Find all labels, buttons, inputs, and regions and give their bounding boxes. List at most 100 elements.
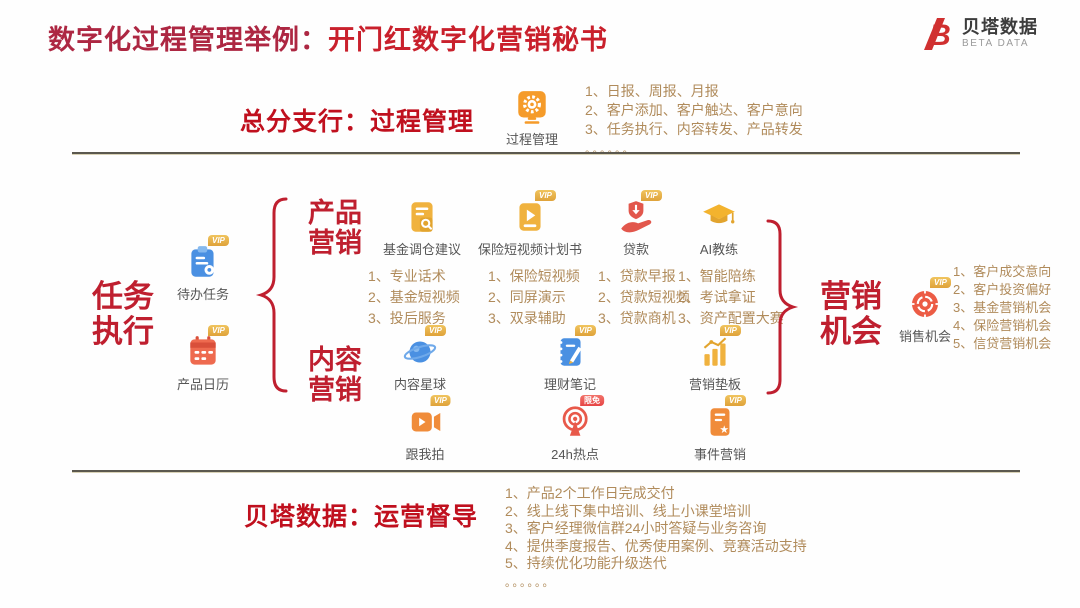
app-label: 贷款 (622, 242, 649, 257)
vip-badge: VIP (207, 235, 229, 246)
group-task-execution-label: 任务执行 (92, 279, 154, 349)
app-event-marketing: ★ VIP 事件营销 (693, 395, 747, 463)
divider-top (72, 152, 1020, 155)
process-heading: 总分支行：过程管理 (240, 108, 475, 136)
app-24h-hotspot: 限免 24h热点 (551, 395, 604, 463)
app-product-calendar: VIP 产品日历 (177, 325, 229, 393)
list-item: 3、双录辅助 (488, 310, 566, 326)
app-label: 营销垫板 (688, 377, 742, 392)
list-item: 3、任务执行、内容转发、产品转发 (585, 121, 803, 137)
vip-badge: VIP (929, 277, 951, 288)
calendar-icon: VIP (184, 325, 229, 371)
app-fund-advice: 基金调仓建议 (358, 198, 486, 258)
vip-badge: VIP (535, 190, 556, 201)
right-brace (756, 218, 802, 396)
planet-icon: VIP (401, 325, 446, 371)
insurance-video-list: 1、保险短视频 2、同屏演示 3、双录辅助 (488, 266, 590, 329)
app-sales-opportunity: VIP 销售机会 (898, 277, 952, 345)
fund-advice-list: 1、专业话术 2、基金短视频 3、投后服务 (368, 266, 486, 329)
notebook-pen-icon: VIP (551, 325, 596, 371)
group-content-marketing-label: 内容营销 (308, 345, 362, 406)
list-item: 1、专业话术 (368, 268, 446, 284)
vip-badge: VIP (207, 325, 229, 336)
logo-subtitle: BETA DATA (962, 37, 1030, 49)
list-item: 2、同屏演示 (488, 289, 566, 305)
graduation-cap-icon (700, 198, 738, 236)
list-item: 3、资产配置大赛 (678, 310, 784, 326)
vip-badge: VIP (641, 190, 662, 201)
vip-badge: VIP (719, 325, 741, 336)
list-item: 1、智能陪练 (678, 268, 756, 284)
app-process-management: 过程管理 (506, 88, 558, 148)
app-label: 待办任务 (176, 287, 230, 302)
ellipsis-dots: 。。。。。。 (505, 576, 556, 589)
group-product-marketing-label: 产品营销 (308, 198, 362, 259)
app-insurance-video-plan: VIP 保险短视频计划书 (470, 190, 590, 258)
list-item: 2、客户投资偏好 (953, 282, 1052, 297)
svg-text:★: ★ (719, 424, 728, 436)
limited-free-badge: 限免 (579, 395, 604, 406)
divider-bottom (72, 470, 1020, 473)
column-loan: VIP 贷款 1、贷款早报 2、贷款短视频 3、贷款商机 (580, 190, 692, 329)
app-ai-coach: AI教练 (664, 198, 774, 258)
loan-hand-icon: VIP (617, 190, 662, 236)
gear-board-icon (513, 88, 551, 126)
list-item: 1、日报、周报、月报 (585, 83, 719, 99)
app-label: 24h热点 (551, 447, 599, 462)
list-item: 3、投后服务 (368, 310, 446, 326)
svg-text:B: B (929, 19, 951, 52)
app-label: AI教练 (699, 242, 739, 257)
app-content-planet: VIP 内容星球 (393, 325, 447, 393)
app-follow-shoot: VIP 跟我拍 (405, 395, 451, 463)
vip-badge: VIP (574, 325, 596, 336)
list-item: 5、持续优化功能升级迭代 (505, 555, 667, 571)
camera-icon: VIP (406, 395, 451, 441)
list-item: 2、考试拿证 (678, 289, 756, 305)
list-item: 4、提供季度报告、优秀使用案例、竞赛活动支持 (505, 537, 807, 554)
app-label: 内容星球 (393, 377, 447, 392)
app-todo-tasks: VIP 待办任务 (176, 235, 230, 303)
list-item: 1、产品2个工作日完成交付 (505, 485, 675, 501)
list-item: 5、信贷营销机会 (953, 336, 1052, 351)
doc-search-icon (403, 198, 441, 236)
video-play-icon: VIP (511, 190, 556, 236)
vip-badge: VIP (724, 395, 746, 406)
left-brace (252, 196, 298, 394)
app-label: 理财笔记 (543, 377, 597, 392)
app-loan: VIP 贷款 (580, 190, 692, 258)
operations-list: 1、产品2个工作日完成交付 2、线上线下集中培训、线上小课堂培训 3、客户经理微… (505, 485, 807, 592)
process-list: 1、日报、周报、月报 2、客户添加、客户触达、客户意向 3、任务执行、内容转发、… (585, 82, 803, 160)
app-label: 跟我拍 (405, 447, 445, 462)
list-item: 2、贷款短视频 (598, 289, 690, 305)
column-fund-advice: 基金调仓建议 1、专业话术 2、基金短视频 3、投后服务 (358, 198, 486, 329)
ai-coach-list: 1、智能陪练 2、考试拿证 3、资产配置大赛 (678, 266, 784, 329)
list-item: 3、客户经理微信群24小时答疑与业务咨询 (505, 520, 767, 536)
beta-data-logo-icon: B (915, 14, 955, 54)
list-item: 2、线上线下集中培训、线上小课堂培训 (505, 502, 751, 519)
title-part-2: 开门红数字化营销秘书 (328, 25, 608, 55)
column-insurance-video: VIP 保险短视频计划书 1、保险短视频 2、同屏演示 3、双录辅助 (470, 190, 590, 329)
broadcast-icon: 限免 (556, 395, 604, 441)
logo-text: 贝塔数据 BETA DATA (962, 17, 1038, 50)
title-part-1: 数字化过程管理举例： (48, 25, 328, 55)
page-title: 数字化过程管理举例：开门红数字化营销秘书 (48, 18, 608, 57)
list-item: 2、基金短视频 (368, 289, 460, 305)
list-item: 3、基金营销机会 (953, 300, 1052, 315)
list-item: 3、贷款商机 (598, 310, 676, 326)
list-item: 1、保险短视频 (488, 268, 580, 284)
target-icon: VIP (906, 277, 951, 323)
vip-badge: VIP (424, 325, 446, 336)
beta-data-logo: B 贝塔数据 BETA DATA (915, 14, 1038, 54)
list-item: 2、客户添加、客户触达、客户意向 (585, 102, 803, 118)
column-ai-coach: AI教练 1、智能陪练 2、考试拿证 3、资产配置大赛 (664, 198, 784, 329)
app-label: 基金调仓建议 (382, 242, 461, 257)
logo-name: 贝塔数据 (962, 17, 1038, 38)
ellipsis-dots: 。。。。。。 (585, 144, 636, 156)
app-label: 事件营销 (693, 447, 747, 462)
app-label: 过程管理 (505, 132, 559, 147)
opportunity-list: 1、客户成交意向 2、客户投资偏好 3、基金营销机会 4、保险营销机会 5、信贷… (953, 263, 1051, 353)
app-label: 销售机会 (898, 329, 952, 344)
app-wealth-notes: VIP 理财笔记 (543, 325, 597, 393)
group-marketing-opportunity-label: 营销机会 (820, 279, 882, 349)
